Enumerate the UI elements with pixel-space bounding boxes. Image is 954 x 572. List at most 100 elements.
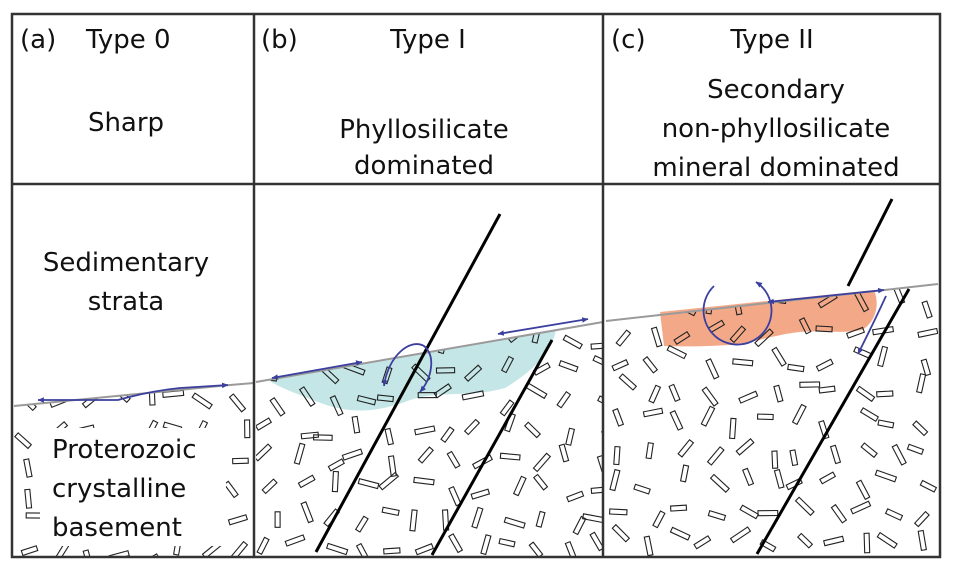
crystal-grain bbox=[500, 355, 515, 374]
strata-label-line-2: strata bbox=[88, 287, 165, 317]
crystal-grain bbox=[312, 434, 333, 441]
crystal-grain bbox=[470, 488, 491, 500]
crystal-grain bbox=[381, 506, 400, 517]
crystal-grain bbox=[223, 480, 239, 499]
crystal-grain bbox=[596, 454, 603, 473]
panel-a-desc-1: Sharp bbox=[88, 108, 164, 138]
crystal-grain bbox=[24, 488, 33, 509]
fault-c-2 bbox=[755, 288, 911, 555]
crystal-grain bbox=[448, 485, 462, 507]
crystal-grain bbox=[611, 523, 631, 543]
crystal-grain bbox=[414, 425, 436, 436]
crystal-grain bbox=[297, 474, 316, 489]
crystal-grain bbox=[331, 470, 339, 493]
panel-c-type: Type II bbox=[729, 25, 813, 55]
crystal-grain bbox=[355, 542, 370, 557]
crystal-grain bbox=[316, 329, 336, 338]
crystal-grain bbox=[269, 332, 290, 349]
crystal-grain bbox=[912, 420, 929, 437]
crystal-grain bbox=[384, 427, 394, 446]
panel-c bbox=[605, 198, 939, 557]
crystal-grain bbox=[413, 476, 435, 486]
crystal-grain bbox=[350, 330, 373, 344]
flow-arrow-b-2 bbox=[497, 317, 589, 336]
crystal-grain bbox=[325, 542, 349, 556]
crystal-grain bbox=[523, 421, 542, 439]
crystal-grain bbox=[474, 322, 484, 340]
crystal-grain bbox=[754, 328, 774, 348]
crystal-grain bbox=[669, 504, 688, 512]
crystal-grain bbox=[403, 331, 421, 338]
crystal-grain bbox=[642, 407, 664, 418]
crystal-grain bbox=[798, 317, 812, 335]
crystal-grain bbox=[669, 526, 691, 541]
crystal-grain bbox=[232, 457, 249, 465]
crystal-grain bbox=[830, 503, 848, 524]
crystal-grain bbox=[823, 535, 845, 547]
crystal-grain bbox=[633, 483, 651, 495]
crystal-grain bbox=[739, 504, 760, 520]
crystal-grain bbox=[525, 382, 548, 400]
crystal-grain bbox=[535, 510, 546, 528]
crystal-grain bbox=[666, 344, 688, 360]
crystal-grain bbox=[256, 536, 270, 555]
crystal-grain bbox=[25, 512, 43, 519]
crystal-grain bbox=[829, 444, 842, 465]
crystal-grain bbox=[14, 432, 33, 450]
crystal-grain bbox=[735, 438, 755, 456]
crystal-grain bbox=[499, 452, 521, 461]
crystal-grain bbox=[773, 384, 784, 403]
crystal-grain bbox=[480, 534, 492, 556]
crystal-grain bbox=[409, 509, 418, 532]
crystal-grain bbox=[799, 381, 821, 388]
crystal-grain bbox=[648, 384, 662, 404]
basement-label-line-2: crystalline bbox=[52, 474, 186, 504]
crystal-grain bbox=[565, 427, 576, 446]
crystal-grain bbox=[916, 373, 927, 394]
crystal-grain bbox=[558, 359, 579, 373]
panel-c-header: (c) Type II Secondary non-phyllosilicate… bbox=[611, 25, 900, 183]
crystal-grain bbox=[850, 500, 872, 515]
crystal-grain bbox=[611, 359, 629, 372]
crystal-grain bbox=[609, 508, 628, 516]
crystal-grain bbox=[566, 490, 585, 503]
crystal-grain bbox=[82, 549, 95, 557]
crystal-grain bbox=[433, 383, 452, 399]
crystal-grain bbox=[771, 450, 779, 469]
crystal-grain bbox=[782, 288, 804, 297]
crystal-grain bbox=[877, 345, 889, 368]
crystal-grain bbox=[643, 535, 654, 557]
crystal-grain bbox=[20, 545, 39, 557]
crystal-grain bbox=[327, 458, 345, 472]
panel-a bbox=[13, 382, 255, 557]
crystal-grain bbox=[293, 442, 306, 465]
crystal-grain bbox=[859, 407, 880, 422]
crystal-grain bbox=[639, 284, 651, 304]
crystal-grain bbox=[590, 486, 603, 494]
fault-c-1 bbox=[846, 198, 894, 287]
crystal-grain bbox=[300, 431, 320, 440]
panel-a-letter: (a) bbox=[20, 25, 56, 55]
crystal-grain bbox=[741, 467, 755, 487]
crystal-grain bbox=[652, 510, 666, 529]
frame bbox=[10, 12, 942, 559]
crystal-grain bbox=[876, 390, 894, 398]
crystal-grain bbox=[759, 539, 777, 553]
crystal-grain bbox=[435, 367, 456, 374]
crystal-grain bbox=[650, 326, 663, 348]
crystal-grain bbox=[463, 418, 481, 436]
crystal-grain bbox=[815, 358, 834, 372]
crystal-grain bbox=[613, 445, 621, 466]
crystal-grain bbox=[341, 448, 364, 461]
crystal-grain bbox=[773, 468, 785, 489]
crystal-grain bbox=[461, 390, 485, 401]
crystal-grain bbox=[917, 327, 938, 338]
crystal-grain bbox=[787, 363, 805, 373]
crystal-grain bbox=[615, 329, 632, 347]
crystal-grain bbox=[815, 325, 833, 333]
crystal-grain bbox=[532, 452, 552, 473]
panel-a-type: Type 0 bbox=[85, 25, 171, 55]
crystal-grain bbox=[589, 531, 603, 552]
crystal-grain bbox=[378, 471, 400, 491]
